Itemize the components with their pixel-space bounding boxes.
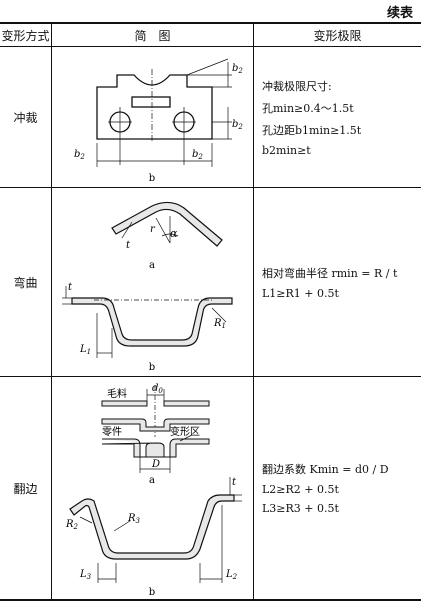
limits-punching: 冲裁极限尺寸: 孔min≥0.4～1.5t 孔边距b1min≥1.5t b2mi…: [254, 47, 421, 188]
mode-bending: 弯曲: [0, 188, 52, 377]
caption-bending-a: a: [149, 260, 155, 271]
header-figure: 简 图: [52, 23, 254, 47]
label-blank: 毛料: [107, 387, 127, 400]
caption-flanging-b: b: [149, 587, 155, 598]
deformation-limits-table: 变形方式 简 图 变形极限 冲裁: [0, 22, 421, 601]
figure-bending: α r t a t R1 L1 b: [52, 188, 254, 377]
table-row-flanging: 翻边 毛料 d0: [0, 377, 421, 601]
label-b2-side: b2: [232, 119, 243, 131]
table-row-bending: 弯曲 α r t a: [0, 188, 421, 377]
limit-line: L3≥R3 + 0.5t: [262, 502, 421, 515]
limit-line: 冲裁极限尺寸:: [262, 78, 421, 94]
figure-punching: b2 b2 b2 b2 b: [52, 47, 254, 188]
caption-bending-b: b: [149, 362, 155, 373]
label-D: D: [151, 459, 160, 470]
label-part: 零件: [102, 426, 122, 438]
figure-flanging: 毛料 d0 零件 变形区 D a: [52, 377, 254, 601]
label-r: r: [150, 224, 156, 235]
label-d0: d0: [152, 383, 163, 395]
label-b2-left: b2: [74, 149, 85, 161]
header-limit: 变形极限: [254, 23, 421, 47]
mode-punching: 冲裁: [0, 47, 52, 188]
limit-line: L2≥R2 + 0.5t: [262, 483, 421, 496]
table-row-punching: 冲裁: [0, 47, 421, 188]
punching-diagram: b2 b2 b2 b2 b: [52, 47, 252, 187]
caption-punching-b: b: [149, 173, 155, 184]
label-t-flange: t: [232, 477, 237, 488]
label-R2: R2: [65, 519, 79, 531]
label-R3: R3: [127, 513, 141, 525]
bending-diagram: α r t a t R1 L1 b: [52, 188, 252, 376]
continued-label: 续表: [387, 2, 413, 21]
label-t-bottom: t: [68, 282, 73, 293]
limits-bending: 相对弯曲半径 rmin = R / t L1≥R1 + 0.5t: [254, 188, 421, 377]
limit-line: b2min≥t: [262, 144, 421, 157]
mode-flanging: 翻边: [0, 377, 52, 601]
label-L2: L2: [225, 569, 238, 581]
label-alpha: α: [170, 227, 178, 240]
header-mode: 变形方式: [0, 23, 52, 47]
header-row: 变形方式 简 图 变形极限: [0, 23, 421, 47]
limit-line: 翻边系数 Kmin = d0 / D: [262, 461, 421, 477]
label-L1: L1: [79, 344, 91, 356]
caption-flanging-a: a: [149, 475, 155, 486]
flanging-diagram: 毛料 d0 零件 变形区 D a: [52, 377, 252, 599]
limit-line: 相对弯曲半径 rmin = R / t: [262, 265, 421, 281]
label-L3: L3: [79, 569, 92, 581]
label-b2-top: b2: [232, 63, 243, 75]
label-b2-right: b2: [192, 149, 203, 161]
label-zone: 变形区: [170, 425, 200, 438]
label-t-top: t: [126, 240, 131, 251]
limit-line: L1≥R1 + 0.5t: [262, 287, 421, 300]
limits-flanging: 翻边系数 Kmin = d0 / D L2≥R2 + 0.5t L3≥R3 + …: [254, 377, 421, 601]
limit-line: 孔min≥0.4～1.5t: [262, 100, 421, 116]
limit-line: 孔边距b1min≥1.5t: [262, 122, 421, 138]
